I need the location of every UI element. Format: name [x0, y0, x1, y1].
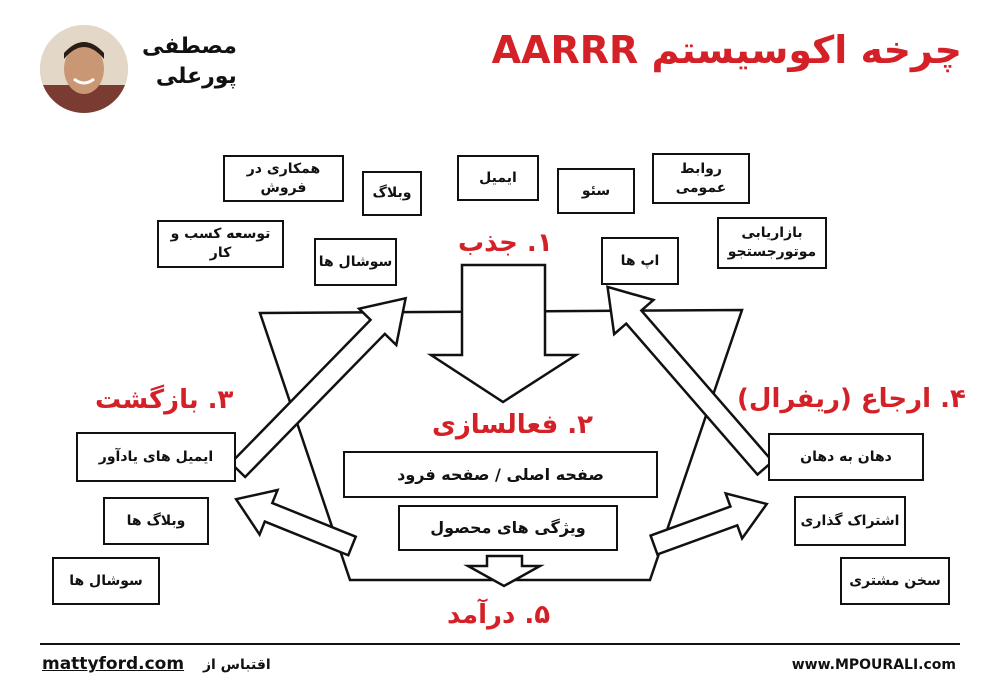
stage-referral: ۴. ارجاع (ریفرال) — [737, 384, 966, 414]
channel-sem-line2: موتورجستجو — [727, 244, 817, 260]
channel-sem-line1: بازاریابی — [741, 225, 803, 242]
author-avatar — [40, 25, 128, 113]
author-first-name: مصطفی — [142, 34, 237, 59]
referral-out-arrow — [648, 491, 769, 556]
activation-landing-page: صفحه اصلی / صفحه فرود — [343, 451, 658, 498]
retention-out-arrow — [234, 488, 358, 557]
stage-activation: ۲. فعالسازی — [432, 410, 594, 440]
channel-apps: اپ ها — [601, 237, 679, 285]
retention-blogs: وبلاگ ها — [103, 497, 209, 545]
channel-social: سوشال ها — [314, 238, 397, 286]
channel-pr: روابط عمومی — [652, 153, 750, 204]
acquisition-down-arrow — [426, 263, 581, 404]
channel-bizdev: توسعه کسب و کار — [157, 220, 284, 268]
footer-divider — [40, 643, 960, 645]
page-title: چرخه اکوسیستم AARRR — [491, 28, 962, 72]
footer-source-link[interactable]: mattyford.com — [42, 654, 185, 674]
retention-reminder-emails: ایمیل های یادآور — [76, 432, 236, 482]
retention-social: سوشال ها — [52, 557, 160, 605]
referral-up-arrow — [606, 285, 775, 477]
referral-testimonials: سخن مشتری — [840, 557, 950, 605]
footer-website[interactable]: www.MPOURALI.com — [791, 657, 956, 673]
stage-retention: ۳. بازگشت — [95, 385, 234, 415]
referral-sharing: اشتراک گذاری — [794, 496, 906, 546]
author-name: مصطفی پورعلی — [142, 32, 237, 91]
channel-email: ایمیل — [457, 155, 539, 201]
stage-revenue: ۵. درآمد — [447, 600, 551, 630]
retention-up-arrow — [229, 296, 408, 479]
channel-affiliate: همکاری در فروش — [223, 155, 344, 202]
channel-seo: سئو — [557, 168, 635, 214]
footer-source: mattyford.com اقتباس از — [42, 654, 271, 674]
author-last-name: پورعلی — [155, 63, 237, 89]
revenue-down-arrow — [463, 554, 545, 588]
activation-product-features: ویژگی های محصول — [398, 505, 618, 551]
funnel-outline — [258, 308, 744, 582]
stage-acquisition: ۱. جذب — [458, 228, 553, 258]
footer-source-prefix: اقتباس از — [202, 657, 271, 673]
referral-word-of-mouth: دهان به دهان — [768, 433, 924, 481]
channel-sem: بازاریابی موتورجستجو — [717, 217, 827, 269]
channel-blog: وبلاگ — [362, 171, 422, 216]
